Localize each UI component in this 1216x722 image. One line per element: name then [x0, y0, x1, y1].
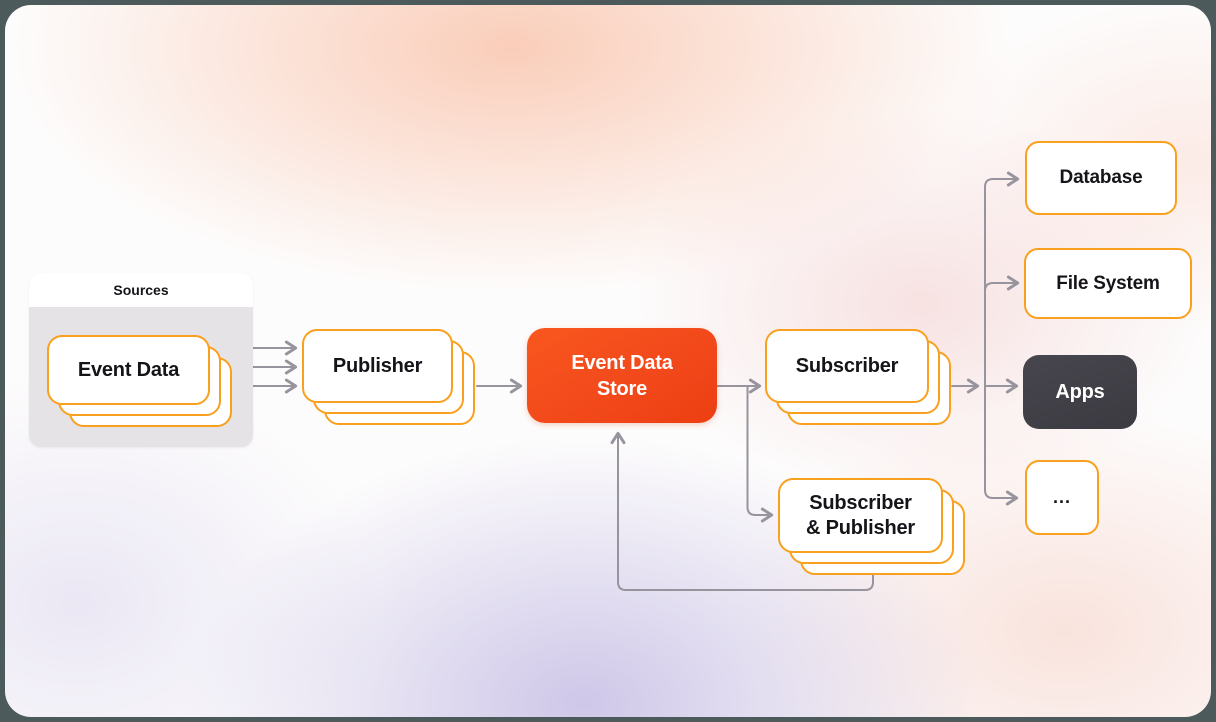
sources-group-title: Sources — [113, 282, 169, 298]
database-label: Database — [1059, 167, 1143, 189]
connector-bus-to-database — [984, 171, 1020, 387]
connector-bus-to-more — [984, 385, 1019, 506]
apps-label: Apps — [1055, 380, 1105, 403]
connector-store-to-subscriber-publisher — [746, 385, 774, 523]
event-data-store-label-line2: Store — [596, 377, 648, 400]
connector-layer — [252, 171, 1020, 591]
event-data-store-node: Event Data Store — [527, 328, 717, 423]
subscriber-stack: Subscriber — [765, 329, 951, 425]
more-targets-node: ... — [1025, 460, 1099, 535]
subscriber-node: Subscriber — [765, 329, 929, 403]
publisher-stack: Publisher — [302, 329, 475, 425]
publisher-node: Publisher — [302, 329, 453, 403]
subscriber-publisher-label-line2: & Publisher — [806, 516, 915, 539]
subscriber-publisher-label-line1: Subscriber — [809, 491, 912, 514]
sources-group-header: Sources — [29, 273, 253, 307]
event-data-store-label-line1: Event Data — [571, 351, 673, 374]
event-data-stack: Event Data — [47, 335, 232, 427]
subscriber-publisher-stack: Subscriber & Publisher — [778, 478, 965, 575]
connector-bus-to-file-system — [984, 275, 1020, 387]
database-node: Database — [1025, 141, 1177, 215]
file-system-label: File System — [1056, 272, 1160, 294]
more-targets-label: ... — [1052, 487, 1071, 508]
background-card: Sources Event Data Publisher Event Data … — [5, 5, 1211, 717]
event-data-card: Event Data — [47, 335, 210, 405]
apps-node: Apps — [1023, 355, 1137, 429]
subscriber-label: Subscriber — [795, 354, 899, 377]
file-system-node: File System — [1024, 248, 1192, 319]
event-data-label: Event Data — [77, 358, 180, 381]
publisher-label: Publisher — [332, 354, 423, 377]
subscriber-publisher-node: Subscriber & Publisher — [778, 478, 943, 553]
connector-feedback-subscriber-publisher-to-store — [610, 431, 874, 591]
